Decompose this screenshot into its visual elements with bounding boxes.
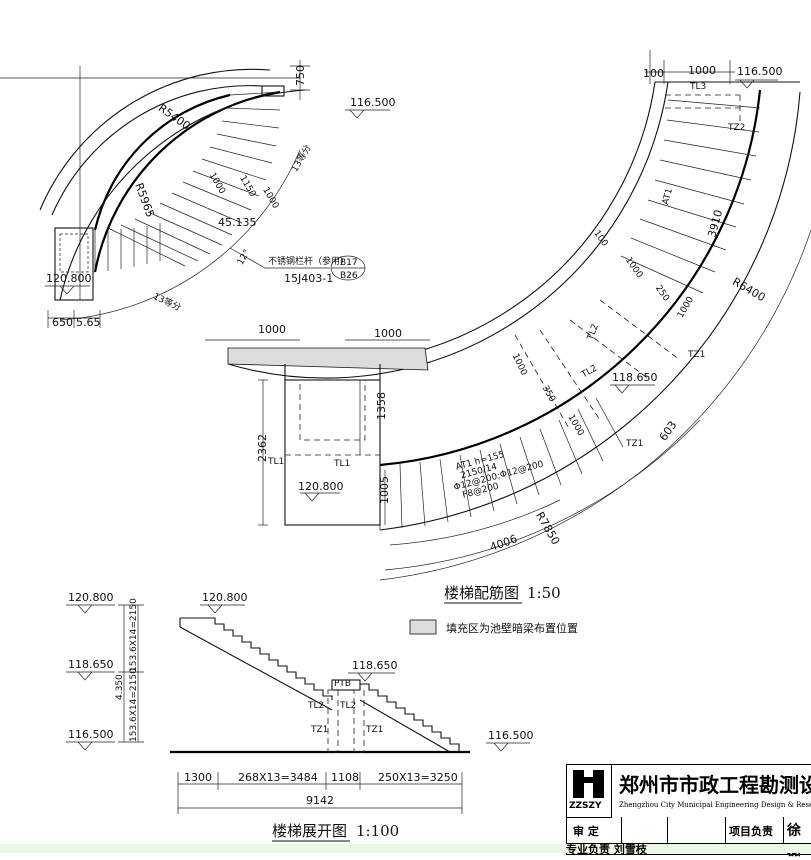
steps-13-a: 13等分 [288, 142, 313, 174]
el-tz1-b: TZ1 [365, 725, 383, 735]
company-abbr: ZZSZY [569, 801, 602, 811]
rp-dim-1358: 1358 [375, 392, 388, 420]
legend-text: 填充区为池壁暗梁布置位置 [446, 621, 578, 635]
project-lead-label: 项目负责 [729, 825, 773, 838]
rp-dim-100-top: 100 [643, 67, 664, 80]
stair-elevation: 120.800 120.800 118.650 118.650 116.500 … [66, 591, 534, 842]
approval-row: 审 定 项目负责 徐 磊 [567, 817, 811, 859]
el-level-118-r: 118.650 [352, 659, 398, 672]
rp-tl1-b: TL1 [333, 459, 350, 469]
level-116-label: 116.500 [350, 96, 396, 109]
railing-ref: 15J403-1 [284, 272, 333, 285]
radius2-label: R5965 [132, 181, 156, 219]
top-left-plan: R5400 R5965 750 116.500 1000 1150 1000 1… [0, 60, 396, 329]
bottom-strip: 专业负责 刘雪枝 [0, 843, 811, 856]
rp-tz1-a: TZ1 [687, 350, 705, 360]
el-tl2-b: TL2 [339, 701, 356, 711]
rp-tz1-b: TZ1 [625, 439, 643, 449]
el-level-116-l: 116.500 [68, 728, 114, 741]
dim-1150: 1150 [237, 174, 257, 199]
el-dim-lower: 153.6X14=2150 [129, 668, 139, 742]
el-tz1-a: TZ1 [310, 725, 328, 735]
rp-title: 楼梯配筋图 [444, 584, 519, 602]
el-dim-upper: 153.6X14=2150 [129, 598, 139, 672]
approval-label: 审 定 [573, 825, 599, 838]
el-dim-9142: 9142 [306, 794, 334, 807]
rp-dim-2362: 2362 [256, 434, 269, 462]
dim-650: 650 [52, 316, 73, 329]
rp-dim-1000-c: 1000 [510, 352, 529, 377]
dim-565: 5.65 [76, 316, 101, 329]
rp-r6400: R6400 [730, 275, 767, 304]
level-120-left: 120.800 [46, 272, 92, 285]
dim-1000-a: 1000 [207, 171, 227, 196]
el-level-118-l: 118.650 [68, 658, 114, 671]
rp-dim-100-mid: 100 [591, 229, 609, 249]
el-scale: 1:100 [356, 822, 399, 840]
rp-dim-1000-d: 1000 [565, 413, 585, 438]
reinforcement-plan: 100 1000 116.500 TL3 TZ2 AT1 3910 100 10… [205, 50, 811, 635]
el-dim-total: 4.350 [115, 674, 125, 700]
el-dim-1108: 1108 [331, 771, 359, 784]
rp-tl2-a: TL2 [586, 323, 601, 343]
rp-dim-1000-top: 1000 [688, 64, 716, 77]
el-dim-1300: 1300 [184, 771, 212, 784]
rp-tl1-a: TL1 [267, 457, 284, 467]
dim-750: 750 [294, 65, 307, 86]
el-title: 楼梯展开图 [272, 822, 347, 840]
rp-dim-603: 603 [657, 419, 680, 444]
rp-dim-250: 250 [653, 284, 671, 304]
el-level-116-r: 116.500 [488, 729, 534, 742]
dim-1000-b: 1000 [260, 186, 280, 211]
company-name: 郑州市市政工程勘测设计 [619, 773, 811, 797]
discipline-lead: 专业负责 刘雪枝 [566, 843, 647, 856]
rp-tl3: TL3 [689, 82, 706, 92]
rp-scale: 1:50 [527, 584, 561, 602]
rp-tz2: TZ2 [727, 123, 745, 133]
rp-dim-1000-l2: 1000 [374, 327, 402, 340]
rp-dim-1005: 1005 [378, 476, 391, 504]
rp-dim-1000-l1: 1000 [258, 323, 286, 336]
bubble-top: B17 [340, 258, 358, 268]
bubble-bottom: B26 [340, 271, 358, 281]
rp-level-120: 120.800 [298, 480, 344, 493]
el-dim-268: 268X13=3484 [238, 771, 318, 784]
el-tl2-a: TL2 [307, 701, 324, 711]
rp-at1-upper: AT1 [661, 187, 675, 206]
steps-13-b: 13等分 [151, 290, 183, 313]
project-lead-name: 徐 磊 [787, 823, 801, 859]
legend-swatch [409, 619, 437, 635]
rp-level-116: 116.500 [737, 65, 783, 78]
el-dim-250: 250X13=3250 [378, 771, 458, 784]
el-level-120-l: 120.800 [68, 591, 114, 604]
angle-45: 45.135 [218, 216, 257, 229]
company-english-name: Zhengzhou City Municipal Engineering Des… [619, 801, 811, 809]
rp-level-118: 118.650 [612, 371, 658, 384]
rp-tl2-b: TL2 [579, 364, 599, 381]
el-level-120-top: 120.800 [202, 591, 248, 604]
railing-note: 不锈钢栏杆（参用） [268, 255, 349, 267]
title-block: ZZSZY 郑州市市政工程勘测设计 Zhengzhou City Municip… [566, 764, 811, 859]
rp-dim-1000-mid: 1000 [623, 256, 644, 281]
rp-dim-4006: 4006 [488, 532, 519, 554]
company-logo-icon: ZZSZY [567, 765, 612, 818]
angle-12: 12° [236, 248, 253, 267]
rp-dim-350: 350 [540, 384, 557, 404]
el-ptb: PTB [334, 679, 351, 689]
rp-r7850: R7850 [533, 510, 562, 547]
